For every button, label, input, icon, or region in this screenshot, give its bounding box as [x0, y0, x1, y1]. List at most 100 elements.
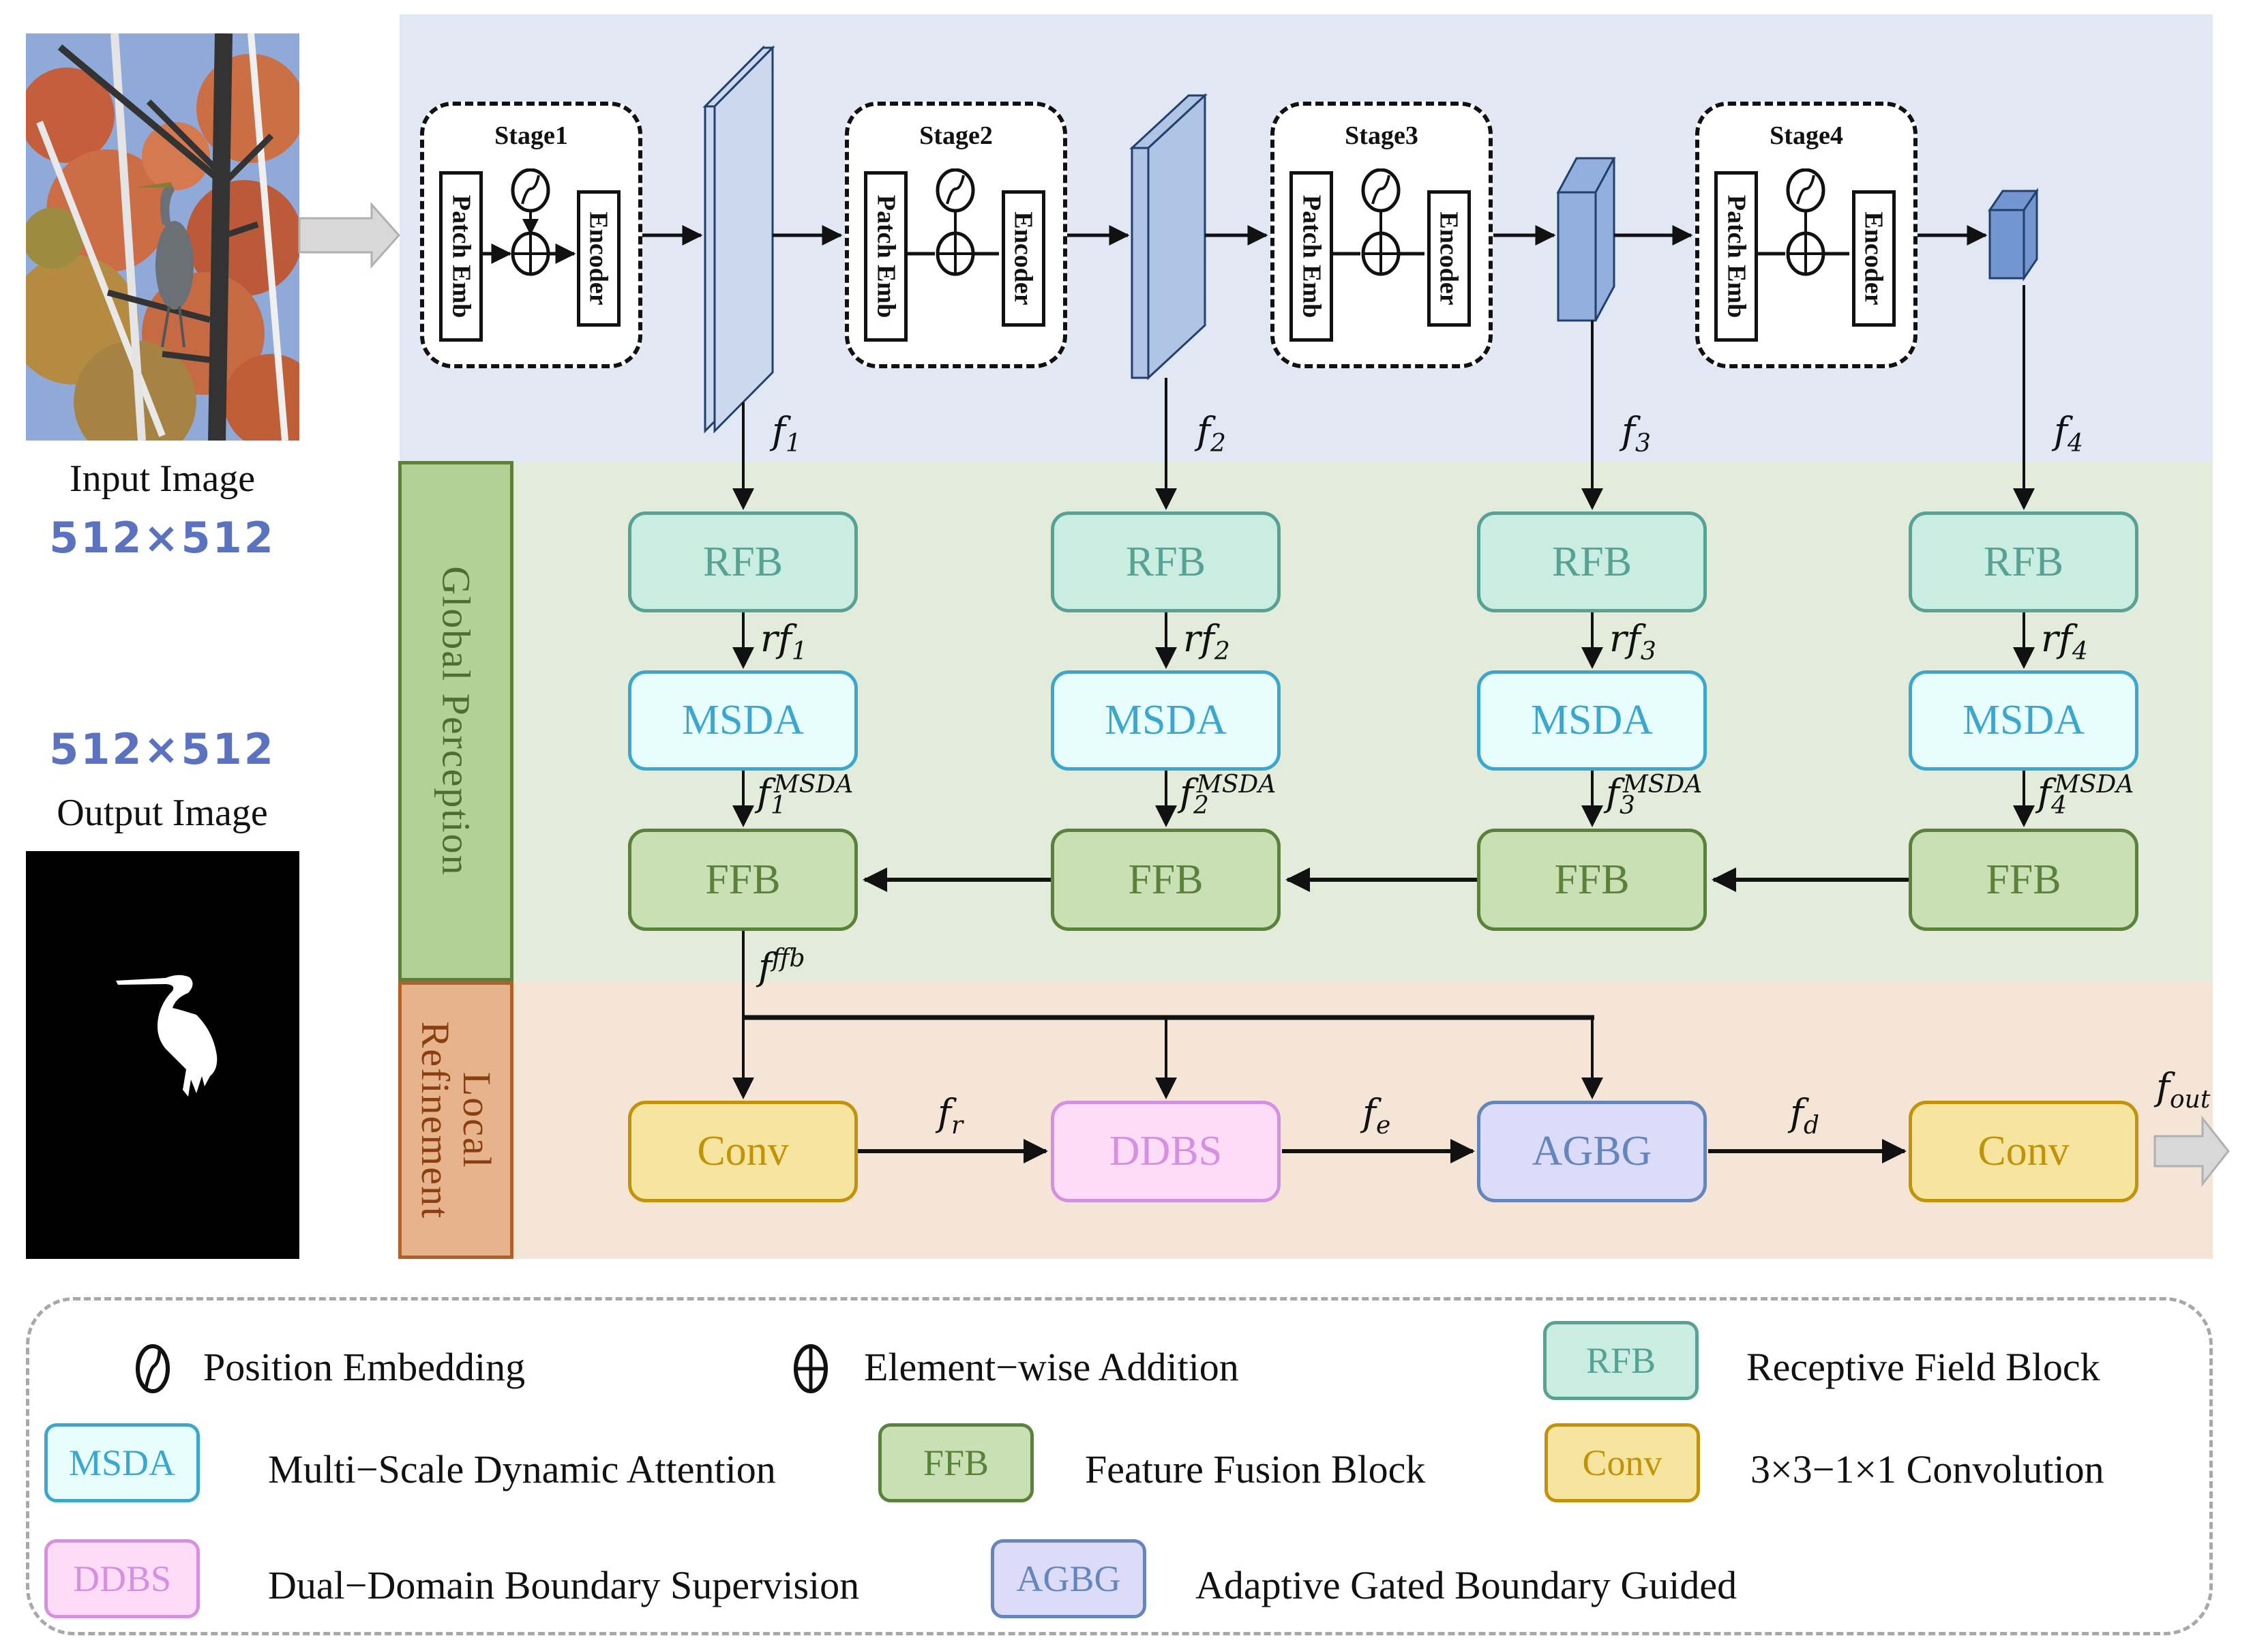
msda-block-1: MSDA: [628, 670, 858, 771]
rf-label-2: rf2: [1183, 617, 1230, 666]
encoder: Encoder: [577, 190, 621, 327]
msda-output-label-2: f2MSDA: [1180, 771, 1276, 820]
rf-base: rf: [2041, 617, 2072, 660]
ffb-block-3: FFB: [1477, 829, 1707, 931]
rf-sub: 4: [2072, 637, 2088, 666]
rfb-block-4: RFB: [1909, 511, 2138, 612]
legend-key-ffb: FFB: [878, 1423, 1034, 1502]
rf-sub: 3: [1640, 637, 1656, 666]
stage-2: Stage2 Patch Emb Encoder: [845, 102, 1067, 368]
feature-label-4: f4: [2054, 409, 2083, 458]
patch-embedding-label: Patch Emb: [1722, 194, 1750, 318]
feature-sub: 1: [786, 429, 801, 458]
legend-key-msda: MSDA: [44, 1423, 200, 1502]
encoder-label: Encoder: [1435, 211, 1463, 306]
legend-key-ddbs: DDBS: [44, 1539, 200, 1618]
patch-embedding-label: Patch Emb: [1297, 194, 1326, 318]
msda-block-2: MSDA: [1051, 670, 1281, 771]
position-embedding-icon: [136, 1344, 170, 1393]
input-image: [26, 33, 299, 441]
ffb-out-sup: ffb: [772, 945, 805, 972]
legend-key-agbg: AGBG: [991, 1539, 1146, 1618]
stage-1: Stage1 Patch Emb Encoder: [420, 102, 642, 368]
rf-base: rf: [1183, 617, 1214, 660]
encoder: Encoder: [1002, 190, 1045, 327]
edge-base: f: [938, 1091, 951, 1134]
legend-label-conv: 3×3−1×1 Convolution: [1750, 1447, 2104, 1491]
rfb-block-3: RFB: [1477, 511, 1707, 612]
encoder-label: Encoder: [1860, 211, 1888, 306]
feature-map-3: [1556, 157, 1616, 322]
edge-base: f: [1362, 1091, 1376, 1134]
legend-label-rfb: Receptive Field Block: [1746, 1345, 2100, 1389]
rfb-block-1: RFB: [628, 511, 858, 612]
output-image: [26, 851, 299, 1259]
patch-embedding-label: Patch Emb: [871, 194, 900, 318]
msda-out-base: f: [2038, 771, 2051, 814]
rf-sub: 2: [1214, 637, 1230, 666]
output-image-size: 512×512: [49, 724, 275, 774]
input-image-size: 512×512: [49, 513, 275, 563]
encoder-label: Encoder: [1009, 211, 1038, 306]
msda-out-sup: MSDA: [1622, 771, 1703, 799]
rf-label-3: rf3: [1609, 617, 1656, 666]
feature-sub: 3: [1635, 429, 1651, 458]
rf-base: rf: [760, 617, 792, 660]
msda-out-sub: 4: [2051, 791, 2067, 820]
feature-base: f: [2054, 409, 2068, 452]
input-photo-heron: [26, 33, 299, 441]
stage-title: Stage1: [494, 121, 568, 150]
element-wise-addition-icon: [794, 1344, 828, 1393]
patch-embedding: Patch Emb: [1289, 171, 1333, 342]
stage-ops: [1333, 168, 1424, 276]
legend-key-rfb: RFB: [1543, 1321, 1699, 1400]
msda-out-sup: MSDA: [2054, 771, 2134, 799]
feature-label-1: f1: [772, 409, 801, 458]
msda-output-label-3: f3MSDA: [1606, 771, 1702, 820]
feature-base: f: [1197, 409, 1210, 452]
edge-sub: r: [951, 1111, 964, 1140]
msda-output-label-4: f4MSDA: [2038, 771, 2134, 820]
feature-base: f: [1622, 409, 1635, 452]
msda-block-3: MSDA: [1477, 670, 1707, 771]
feature-map-1: [702, 45, 775, 434]
patch-embedding: Patch Emb: [439, 171, 483, 342]
output-mask-heron: [116, 975, 218, 1097]
rf-sub: 1: [791, 637, 807, 666]
stage-ops: [1758, 168, 1849, 276]
msda-out-sup: MSDA: [773, 771, 854, 799]
msda-out-base: f: [757, 771, 771, 814]
rf-label-1: rf1: [760, 617, 807, 666]
stage-title: Stage4: [1770, 121, 1843, 150]
input-arrow: [298, 202, 401, 269]
legend-label-position-embedding: Position Embedding: [203, 1345, 526, 1389]
ffb-block-2: FFB: [1051, 829, 1281, 931]
rf-base: rf: [1609, 617, 1641, 660]
feature-map-2: [1129, 93, 1208, 381]
stage-3: Stage3 Patch Emb Encoder: [1270, 102, 1493, 368]
msda-out-sub: 2: [1193, 791, 1209, 820]
legend-label-element-addition: Element−wise Addition: [864, 1345, 1239, 1389]
output-arrow: [2153, 1115, 2230, 1187]
legend-label-ddbs: Dual−Domain Boundary Supervision: [268, 1563, 860, 1607]
feature-sub: 4: [2068, 429, 2083, 458]
edge-label-fr: fr: [938, 1091, 963, 1140]
msda-out-sub: 1: [771, 791, 786, 820]
global-perception-label: Global Perception: [398, 461, 513, 981]
msda-out-sup: MSDA: [1196, 771, 1277, 799]
output-feature-label: fout: [2156, 1065, 2210, 1114]
ffb-output-label: fffb: [758, 945, 805, 988]
rf-label-4: rf4: [2041, 617, 2088, 666]
edge-label-fd: fd: [1790, 1091, 1819, 1140]
legend: Position Embedding Element−wise Addition…: [26, 1297, 2213, 1635]
ffb-block-4: FFB: [1909, 829, 2138, 931]
output-image-caption: Output Image: [57, 792, 268, 834]
msda-out-base: f: [1180, 771, 1193, 814]
rfb-block-2: RFB: [1051, 511, 1281, 612]
stage-title: Stage2: [919, 121, 993, 150]
conv-block-1: Conv: [628, 1101, 858, 1202]
legend-label-msda: Multi−Scale Dynamic Attention: [268, 1447, 776, 1491]
legend-label-ffb: Feature Fusion Block: [1085, 1447, 1426, 1491]
conv-block-2: Conv: [1909, 1101, 2138, 1202]
patch-embedding: Patch Emb: [1714, 171, 1758, 342]
